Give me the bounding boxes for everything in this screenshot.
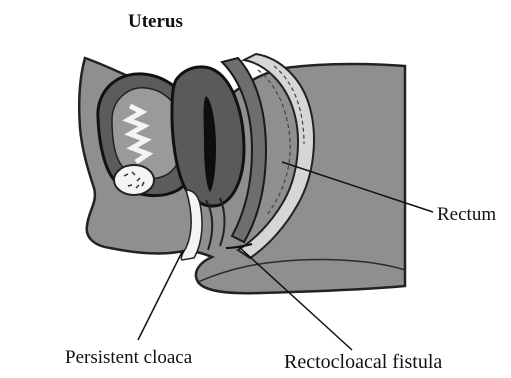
leader-line-persistent-cloaca [138,250,183,340]
label-persistent-cloaca: Persistent cloaca [65,348,192,367]
pubic-bone [114,165,154,195]
label-uterus: Uterus [128,12,183,31]
label-rectocloacal-fistula: Rectocloacal fistula [284,352,442,372]
label-rectum: Rectum [437,205,496,224]
